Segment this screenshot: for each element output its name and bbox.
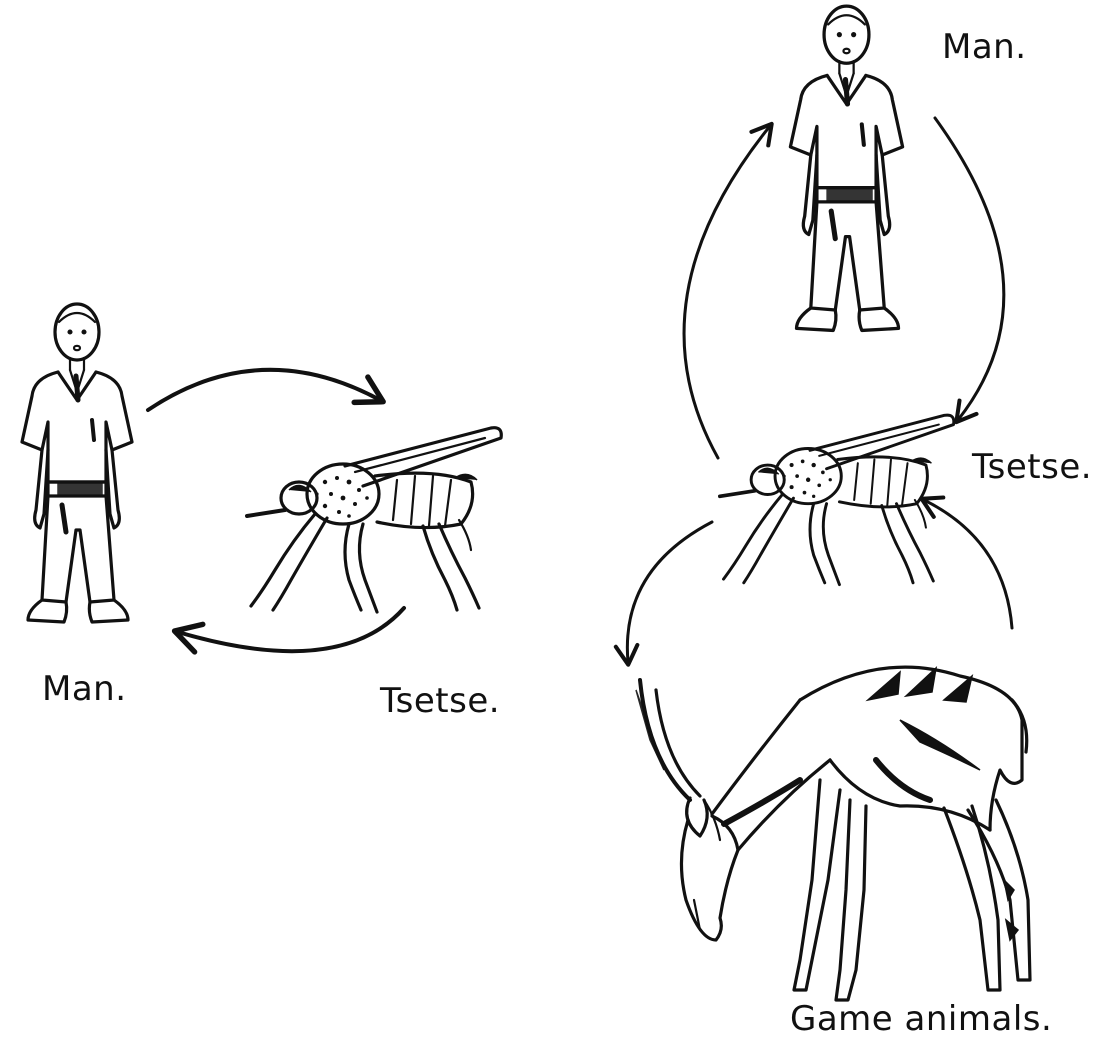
arrow-tsetse-to-game	[627, 522, 712, 662]
arrow-man-to-tsetse	[935, 118, 1004, 420]
right-man-label: Man.	[942, 27, 1027, 67]
right-tsetse-label: Tsetse.	[971, 447, 1092, 487]
right-cycle: Man. Tsetse.	[627, 6, 1092, 1039]
man-icon	[790, 6, 902, 330]
arrow-tsetse-to-man	[684, 126, 770, 458]
arrow-man-to-tsetse	[148, 370, 380, 410]
left-man-label: Man.	[42, 669, 127, 709]
tsetse-fly-icon	[720, 415, 954, 585]
game-animals-label: Game animals.	[790, 999, 1052, 1039]
arrow-game-to-tsetse	[924, 500, 1012, 628]
tsetse-fly-icon	[247, 428, 501, 612]
grazing-antelope-icon	[636, 667, 1030, 1000]
left-tsetse-label: Tsetse.	[379, 681, 500, 721]
man-icon	[22, 304, 132, 622]
left-cycle: Man. Tsetse.	[22, 304, 501, 721]
arrow-tsetse-to-man	[178, 608, 404, 651]
